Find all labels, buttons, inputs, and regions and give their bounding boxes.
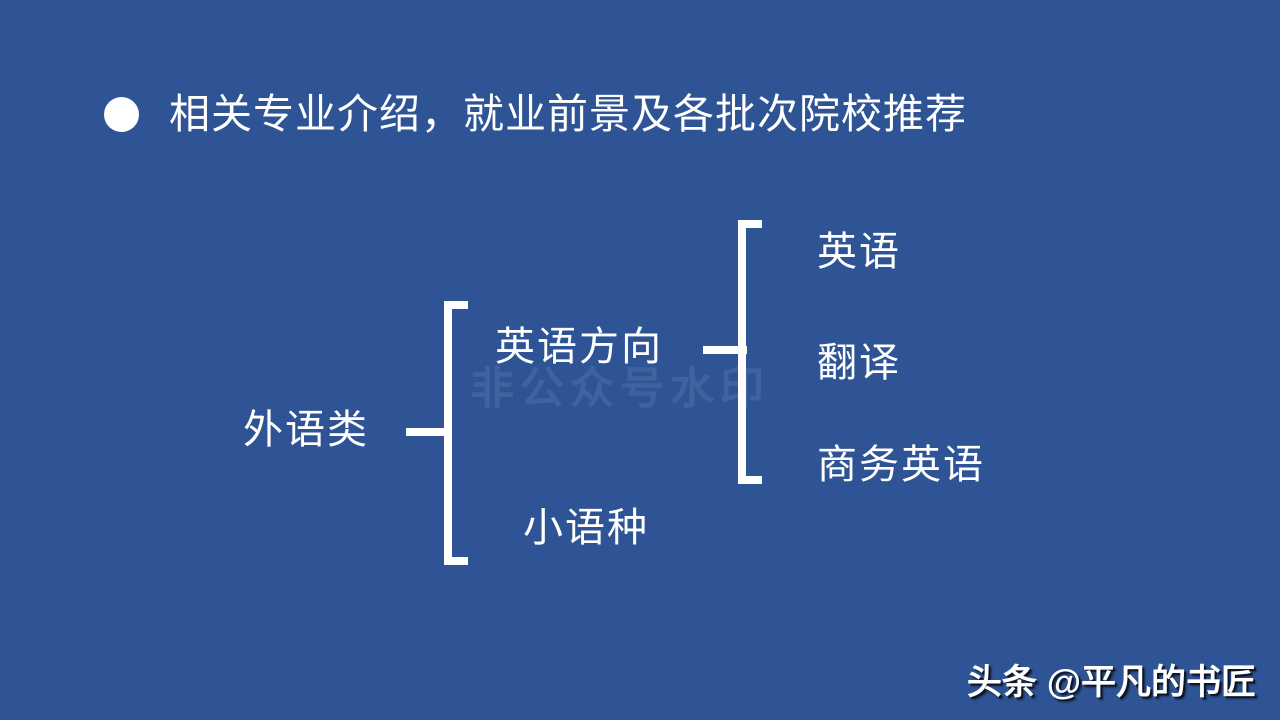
- bracket-level1: [444, 301, 468, 565]
- bullet-icon: [104, 97, 139, 133]
- tree-node-english: 英语: [817, 229, 901, 274]
- watermark-platform-label: 头条: [966, 663, 1037, 702]
- watermark-handle-label: @平凡的书匠: [1046, 663, 1256, 702]
- page-title: 相关专业介绍，就业前景及各批次院校推荐: [169, 91, 967, 137]
- bracket-level2: [738, 220, 762, 484]
- tree-node-business-english: 商务英语: [817, 442, 985, 487]
- connector-level1-to-level2: [703, 346, 747, 354]
- corner-watermark: 头条 @平凡的书匠: [967, 665, 1256, 700]
- tree-node-translation: 翻译: [817, 340, 901, 385]
- tree-node-root: 外语类: [243, 407, 369, 452]
- tree-node-english-direction: 英语方向: [495, 324, 663, 369]
- tree-node-minor-languages: 小语种: [523, 505, 649, 550]
- connector-root-to-level1: [406, 428, 450, 436]
- slide-title: 相关专业介绍，就业前景及各批次院校推荐: [104, 91, 967, 138]
